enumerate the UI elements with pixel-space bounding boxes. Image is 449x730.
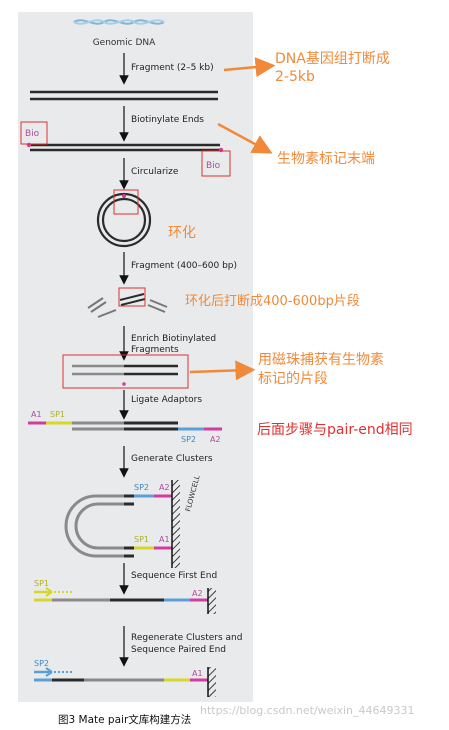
step-enrich-label-1: Enrich Biotinylated [131, 334, 216, 344]
tag-sp1-cluster: SP1 [134, 535, 149, 544]
annotation-same-as-pe: 后面步骤与pair-end相同 [257, 422, 413, 438]
circularized-dna [96, 192, 152, 248]
dna-helix-icon [73, 19, 165, 25]
fragment-highlight-box [118, 287, 146, 307]
genomic-dna-label: Genomic DNA [93, 38, 156, 48]
tag-sp1-seq: SP1 [34, 579, 49, 588]
sequencing-first-end [34, 587, 216, 614]
bio-highlight-box-left [20, 121, 48, 145]
bio-highlight-box-right [201, 150, 231, 177]
step-regenerate-label-2: Sequence Paired End [131, 645, 226, 655]
enriched-strands [72, 364, 178, 386]
tag-a1-cluster: A1 [159, 535, 170, 544]
annotation-arrow-fragment [223, 57, 276, 78]
step-enrich-label-2: Fragments [131, 345, 179, 355]
step-regenerate-label-1: Regenerate Clusters and [131, 633, 242, 643]
adaptor-ligated-strands [28, 421, 222, 431]
tag-a1-ligate: A1 [31, 410, 42, 419]
annotation-arrow-enrich [189, 360, 256, 381]
annotation-fragment-2: 2-5kb [275, 69, 315, 85]
tag-sp1-ligate: SP1 [50, 410, 65, 419]
step-fragment-label: Fragment (2–5 kb) [131, 63, 214, 73]
figure-caption: 图3 Mate pair文库构建方法 [58, 714, 192, 726]
tag-a2-cluster: A2 [159, 483, 170, 492]
sheared-fragments [87, 293, 168, 318]
bio-tag-left: Bio [25, 129, 40, 139]
step-generate-label: Generate Clusters [131, 454, 213, 464]
annotation-biotin: 生物素标记末端 [277, 151, 375, 167]
tag-sp2-ligate: SP2 [181, 435, 196, 444]
diagram-panel [18, 12, 253, 702]
step-fragment2-label: Fragment (400–600 bp) [131, 261, 237, 271]
flowcell-label: FLOWCELL [184, 474, 201, 512]
tag-sp2-cluster: SP2 [134, 483, 149, 492]
tag-sp2-paired: SP2 [34, 659, 49, 668]
tag-a1-paired: A1 [192, 669, 203, 678]
tag-a2-seq: A2 [192, 589, 203, 598]
tag-a2-ligate: A2 [210, 435, 221, 444]
annotation-enrich-1: 用磁珠捕获有生物素 [258, 352, 384, 368]
annotation-fragment2: 环化后打断成400-600bp片段 [185, 294, 360, 309]
annotation-enrich-2: 标记的片段 [258, 371, 328, 387]
step-biotinylate-label: Biotinylate Ends [131, 115, 204, 125]
biotinylated-strands [26, 142, 224, 153]
annotation-fragment-1: DNA基因组打断成 [275, 50, 390, 67]
step-circularize-label: Circularize [131, 167, 179, 177]
step-ligate-label: Ligate Adaptors [131, 395, 202, 405]
cluster-bridge [64, 480, 180, 568]
bio-tag-right: Bio [206, 161, 221, 171]
step-seq-first-label: Sequence First End [131, 571, 217, 581]
junction-highlight-box [113, 189, 139, 215]
sequencing-paired-end [34, 667, 216, 697]
dna-fragment-strands [30, 90, 218, 101]
annotation-circle: 环化 [168, 225, 196, 241]
enrich-highlight-box [62, 354, 189, 389]
annotation-arrow-biotin [217, 122, 273, 154]
watermark-url: https://blog.csdn.net/weixin_44649331 [200, 704, 415, 717]
